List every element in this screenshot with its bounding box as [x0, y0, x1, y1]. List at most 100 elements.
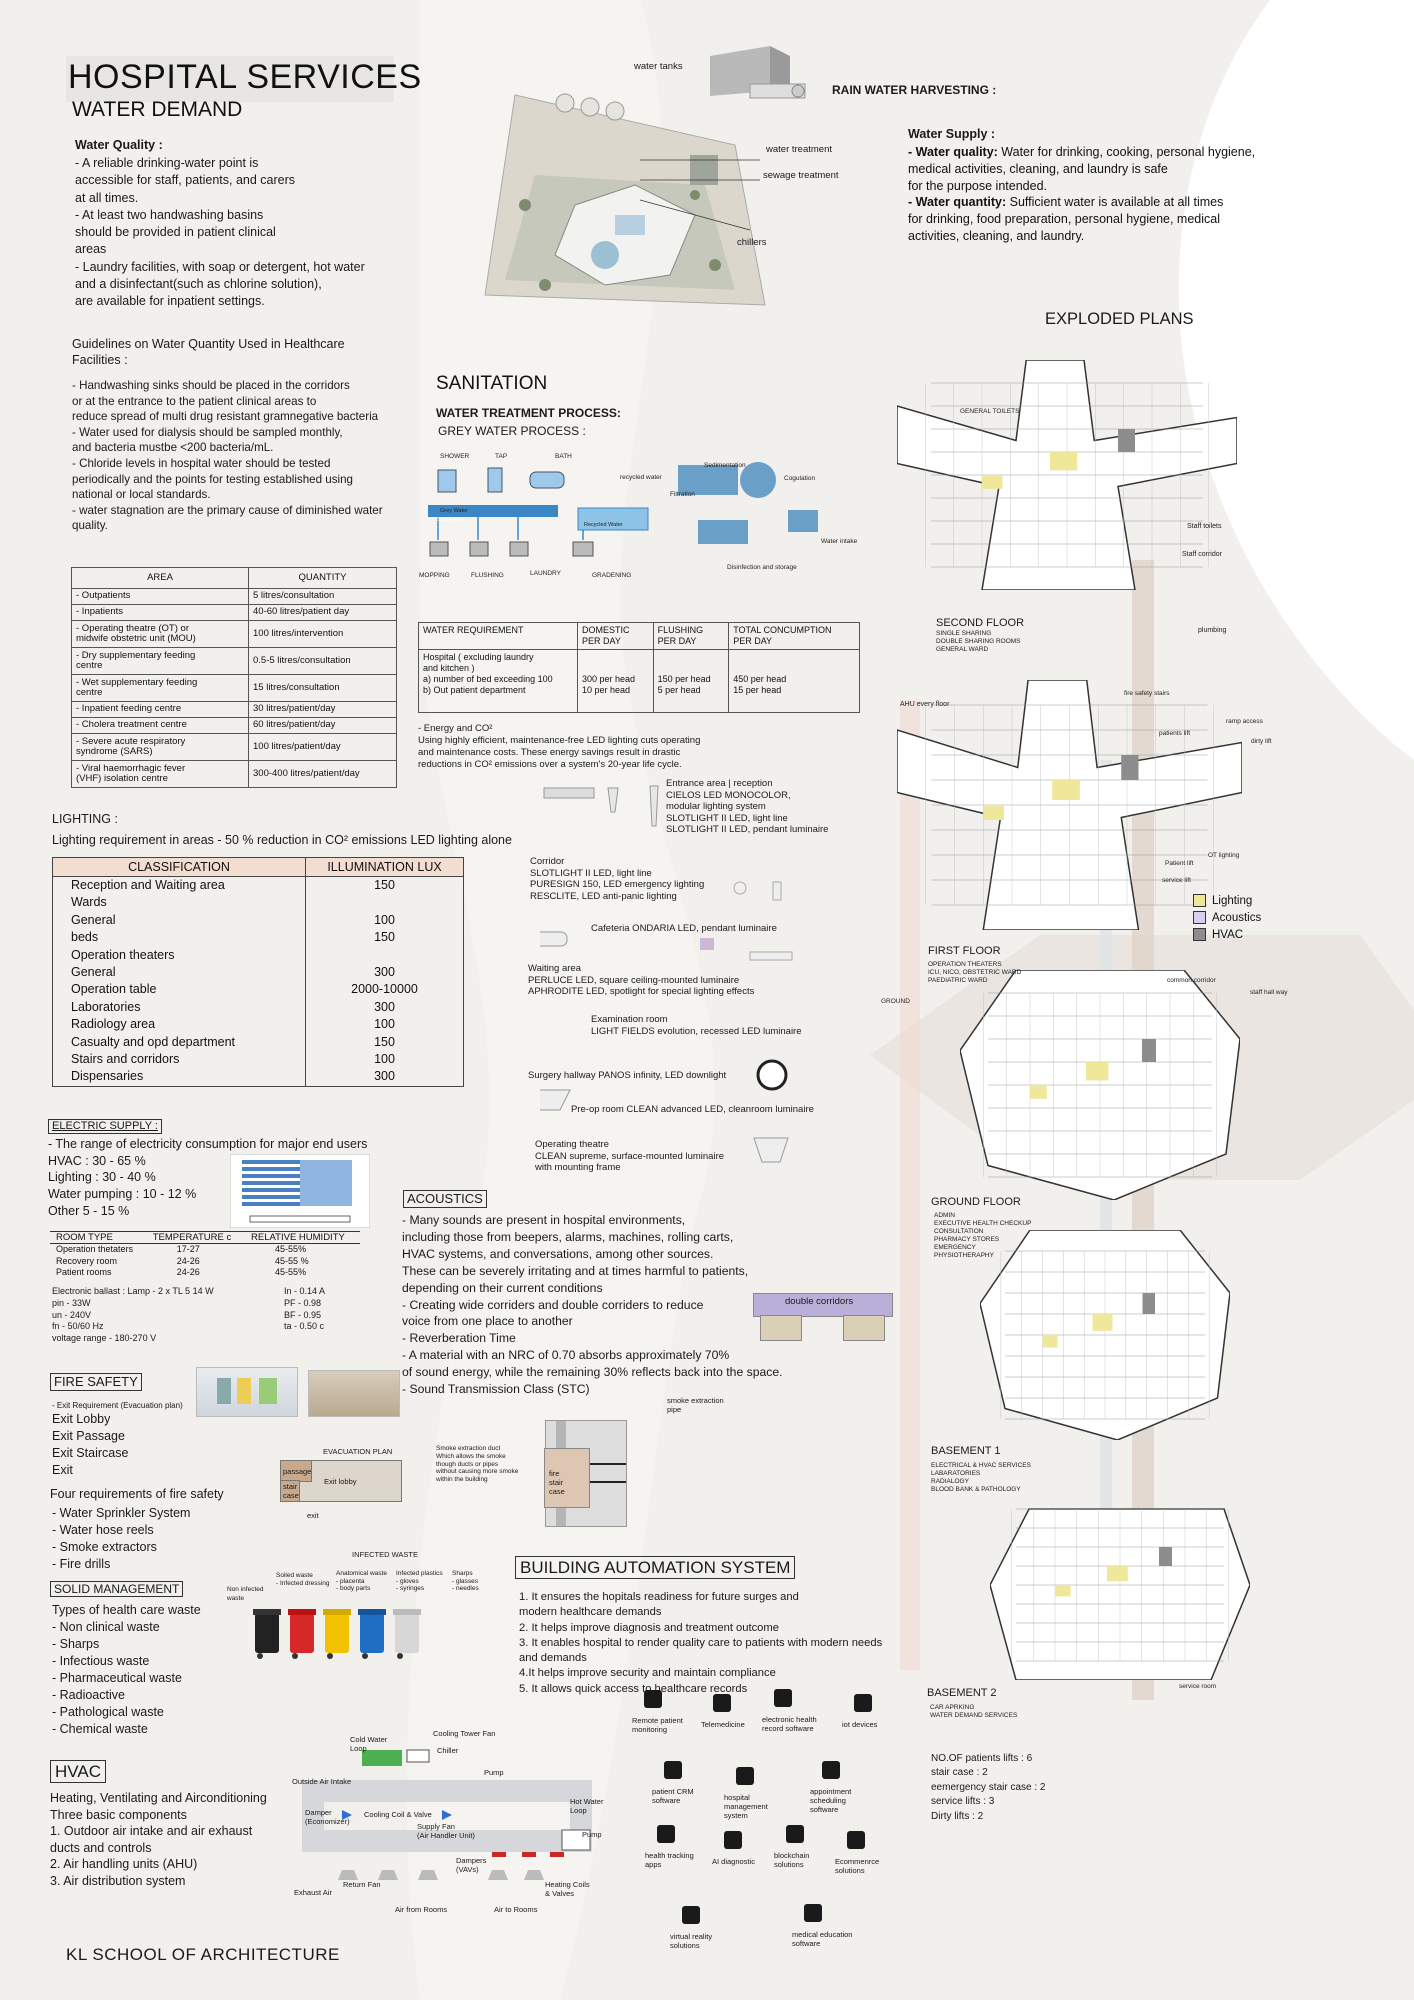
temperature-header: TEMPERATURE c [146, 1231, 246, 1244]
temperature-table-cell: 24-26 [176, 1267, 200, 1277]
quantity-cell: 100 litres/intervention [248, 620, 397, 648]
water-req-cell: 450 per head 15 per head [728, 649, 860, 713]
temperature-table: ROOM TYPE TEMPERATURE c RELATIVE HUMIDIT… [50, 1231, 360, 1279]
temperature-table-cell: 45-55% [275, 1267, 307, 1277]
area-cell: - Cholera treatment centre [71, 717, 249, 734]
bas-icon-label: blockchain solutions [774, 1851, 810, 1869]
san-grey: Grey Water [440, 508, 468, 514]
bas-icon-label: appointment scheduling software [810, 1787, 852, 1814]
san-tap: TAP [495, 453, 508, 460]
area-cell: - Severe acute respiratory syndrome (SAR… [71, 733, 249, 761]
double-corridors-bar [753, 1293, 893, 1317]
lux-cell: 100 [374, 1017, 395, 1032]
san-filtration: Filtration [670, 491, 695, 498]
lux-cell: 150 [374, 1034, 395, 1049]
bin-yellow-icon [323, 1609, 351, 1653]
legend-swatch-lighting [1193, 894, 1206, 908]
lbl-staff-toilets: Staff toilets [1187, 523, 1222, 530]
san-bath: BATH [555, 453, 572, 460]
lighting-heading: LIGHTING : [52, 812, 118, 826]
floor-desc-4: CAR APRKING WATER DEMAND SERVICES [930, 1704, 1018, 1719]
table-row: - Operating theatre (OT) or midwife obst… [71, 620, 397, 648]
san-flushing: FLUSHING [471, 572, 504, 579]
bas-icon-label: electronic health record software [762, 1715, 817, 1733]
area-cell: - Wet supplementary feeding centre [71, 674, 249, 702]
area-cell: - Operating theatre (OT) or midwife obst… [71, 620, 249, 648]
waste-cat-anatomical: Anatomical waste - placenta - body parts [336, 1570, 387, 1592]
area-cell: - Viral haemorrhagic fever (VHF) isolati… [71, 760, 249, 788]
evacuation-plan-title: EVACUATION PLAN [323, 1447, 393, 1456]
fire-stair-label: fire stair case [549, 1469, 565, 1496]
crm-icon [664, 1761, 682, 1779]
bin-red-icon [288, 1609, 316, 1653]
water-req-header: FLUSHING PER DAY [652, 622, 730, 650]
ballast-text: Electronic ballast : Lamp - 2 x TL 5 14 … [52, 1286, 214, 1344]
evac-stair-label: stair case [283, 1482, 299, 1500]
water-supply-heading: Water Supply : [908, 127, 996, 141]
floor-plan-4 [990, 1508, 1250, 1680]
temperature-table-cell: 45-55% [275, 1244, 307, 1254]
bas-icon-label: iot devices [842, 1720, 878, 1729]
hvac-cooling-tower: Cooling Tower Fan [433, 1729, 496, 1738]
bas-icon-label: virtual reality solutions [670, 1932, 713, 1950]
san-recycled: recycled water [620, 474, 662, 481]
quantity-cell: 15 litres/consultation [248, 674, 397, 702]
lux-cell: 100 [374, 912, 395, 927]
temperature-table-cell: Recovery room [56, 1255, 118, 1266]
quantity-cell: 5 litres/consultation [248, 588, 397, 605]
evac-lobby-label: Exit lobby [324, 1477, 357, 1486]
waste-cat-plastics: Infected plastics - gloves - syringes [396, 1570, 443, 1592]
light-preop: Pre-op room CLEAN advanced LED, cleanroo… [571, 1104, 814, 1115]
ai-icon [724, 1831, 742, 1849]
water-treatment-label: water treatment [766, 144, 832, 155]
room-type-header: ROOM TYPE [50, 1231, 147, 1244]
lbl-general-toilets: GENERAL TOILETS [960, 408, 1020, 415]
waste-bins [253, 1609, 421, 1659]
hvac-text: Heating, Ventilating and Airconditioning… [50, 1791, 267, 1888]
fire-requirements-list: - Water Sprinkler System - Water hose re… [52, 1506, 191, 1571]
lbl-service-lift: service lift [1162, 877, 1191, 884]
fire-exit-photo-2 [308, 1370, 400, 1417]
temperature-table-cell: 24-26 [176, 1255, 200, 1266]
lux-cell: 300 [374, 1069, 395, 1084]
acoustics-text: - Many sounds are present in hospital en… [402, 1213, 783, 1397]
lbl-ahu: AHU every floor [900, 701, 950, 708]
light-examination: Examination room LIGHT FIELDS evolution,… [591, 1014, 802, 1037]
quantity-cell: 0.5-5 litres/consultation [248, 647, 397, 675]
classification-cell: Radiology area [52, 1016, 306, 1034]
floor-name-0: SECOND FLOOR [936, 617, 1025, 629]
hvac-dampers-vav: Dampers (VAVs) [456, 1856, 487, 1874]
quantity-header: QUANTITY [248, 567, 397, 589]
electric-supply-text: - The range of electricity consumption f… [48, 1137, 368, 1218]
san-recycled-water: Recycled Water [584, 522, 623, 528]
classification-header: CLASSIFICATION [52, 857, 306, 877]
lux-header: ILLUMINATION LUX [305, 857, 464, 877]
water-tanks-render [710, 46, 806, 99]
quantity-cell: 300-400 litres/patient/day [248, 760, 397, 788]
grey-water-diagram [428, 462, 818, 557]
floor-desc-0: SINGLE SHARING DOUBLE SHARING ROOMS GENE… [936, 630, 1021, 653]
chillers-label: chillers [737, 237, 767, 248]
hvac-diagram [302, 1749, 592, 1880]
water-quantity-label: - Water quantity: [908, 195, 1007, 210]
floor-name-4: BASEMENT 2 [927, 1687, 997, 1699]
lux-cell: 150 [374, 878, 395, 892]
classification-cell: General [52, 964, 306, 982]
fire-stair-box [544, 1448, 590, 1508]
lux-cell [306, 894, 464, 911]
san-water-intake: Water intake [821, 538, 858, 545]
legend-label-lighting: Lighting [1212, 895, 1253, 907]
grey-water-heading: GREY WATER PROCESS : [438, 424, 586, 438]
lux-cell: 100 [374, 1052, 395, 1067]
bas-icon-label: Ecommenrce solutions [835, 1857, 880, 1875]
humidity-header: RELATIVE HUMIDITY [245, 1231, 360, 1244]
